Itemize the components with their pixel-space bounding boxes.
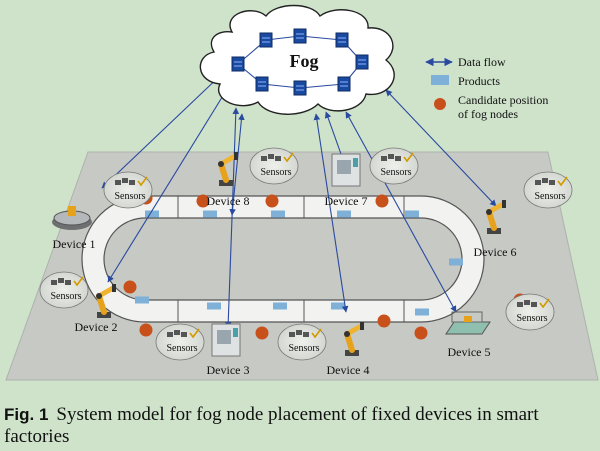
legend-label-data-flow: Data flow (458, 55, 506, 69)
device-label: Device 3 (207, 363, 250, 377)
sensor-bubble: Sensors (505, 293, 555, 331)
data-flow-arrow (229, 113, 245, 216)
sensors-label: Sensors (288, 343, 319, 354)
product-box (415, 308, 429, 316)
legend-item-data-flow: Data flow (425, 55, 506, 69)
sensor-bubble: Sensors (155, 323, 205, 361)
product-box (203, 210, 217, 218)
candidate-fog-node (123, 280, 137, 294)
robot-arm-icon (344, 322, 364, 356)
caption-text: System model for fog node placement of f… (4, 404, 539, 447)
conveyor-station-icon (445, 311, 491, 335)
sensor-bubble: Sensors (277, 323, 327, 361)
data-flow-arrow (345, 111, 457, 313)
device-label: Device 7 (325, 194, 368, 208)
sensor-bubble: Sensors (523, 171, 573, 209)
fog-server-icon (255, 76, 269, 92)
product-box (337, 210, 351, 218)
legend-label-products: Products (458, 74, 500, 88)
sensors-label: Sensors (516, 313, 547, 324)
sensor-bubble: Sensors (369, 147, 419, 185)
sensor-bubble: Sensors (249, 147, 299, 185)
legend: Data flow Products Candidate position of… (425, 55, 551, 121)
fog-label: Fog (290, 51, 319, 71)
fog-server-icon (355, 54, 369, 70)
device-label: Device 2 (75, 320, 118, 334)
sensors-label: Sensors (380, 167, 411, 178)
cnc-machine-icon (331, 153, 361, 187)
legend-item-products: Products (431, 74, 500, 88)
sensor-bubble: Sensors (39, 271, 89, 309)
robot-arm-icon (96, 284, 116, 318)
product-box (449, 258, 463, 266)
sensor-bubble: Sensors (103, 171, 153, 209)
fog-server-icon (293, 28, 307, 44)
fog-server-icon (259, 32, 273, 48)
fog-cloud: Fog (199, 4, 395, 115)
data-flow-arrow (385, 89, 497, 207)
device-label: Device 6 (474, 245, 517, 259)
product-box (273, 302, 287, 310)
candidate-fog-node (255, 326, 269, 340)
robot-arm-icon (218, 152, 238, 186)
legend-label-candidate-position: Candidate position of fog nodes (458, 93, 551, 121)
product-box-icon (431, 75, 449, 85)
sensors-label: Sensors (50, 291, 81, 302)
rotary-table-icon (52, 206, 92, 230)
product-box (405, 210, 419, 218)
fog-server-icon (231, 56, 245, 72)
device-label: Device 5 (448, 345, 491, 359)
figure-number: Fig. 1 (4, 405, 49, 424)
data-flow-arrow (107, 85, 230, 283)
product-box (331, 302, 345, 310)
candidate-fog-node (377, 314, 391, 328)
cnc-machine-icon (211, 323, 241, 357)
device-label: Device 1 (53, 237, 96, 251)
fog-server-icon (293, 80, 307, 96)
product-box (207, 302, 221, 310)
candidate-fog-node (265, 194, 279, 208)
sensors-label: Sensors (166, 343, 197, 354)
fog-server-icon (335, 32, 349, 48)
legend-item-candidate-position: Candidate position of fog nodes (434, 93, 551, 121)
product-box (271, 210, 285, 218)
candidate-fog-node (375, 194, 389, 208)
product-box (135, 296, 149, 304)
device-label: Device 4 (327, 363, 370, 377)
candidate-dot-icon (434, 98, 446, 110)
device-label: Device 8 (207, 194, 250, 208)
robot-arm-icon (486, 200, 506, 234)
fog-server-icon (337, 76, 351, 92)
data-flow-arrow (313, 113, 349, 313)
sensors-label: Sensors (114, 191, 145, 202)
conveyor-track (81, 195, 485, 323)
sensors-label: Sensors (534, 191, 565, 202)
sensors-label: Sensors (260, 167, 291, 178)
candidate-fog-node (414, 326, 428, 340)
candidate-fog-node (139, 323, 153, 337)
